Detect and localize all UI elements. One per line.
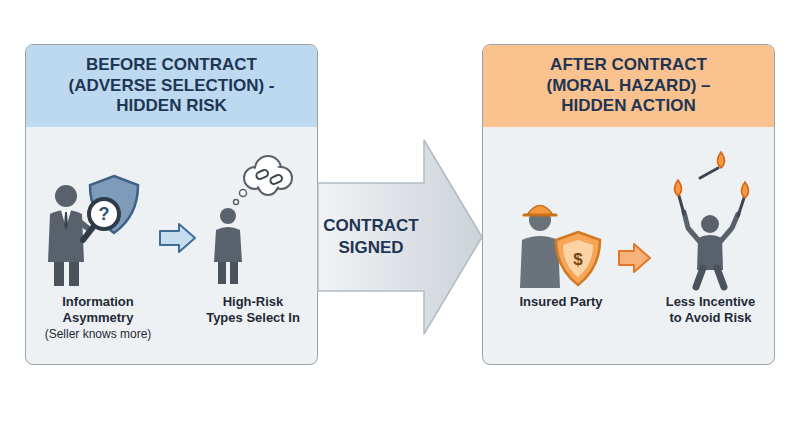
juggler-icon	[696, 268, 703, 287]
torch-icon	[675, 180, 682, 196]
magnifier-icon	[83, 226, 94, 240]
magnifier-icon	[83, 199, 119, 240]
worker-icon	[520, 206, 560, 289]
businessman-icon	[55, 185, 77, 207]
icon-symbol: ?	[99, 205, 110, 223]
businessman-icon	[48, 210, 84, 262]
magnifier-icon	[89, 199, 119, 229]
edge-label: CONTRACT SIGNED	[321, 215, 421, 259]
juggler-icon	[720, 214, 738, 242]
person-icon	[230, 262, 238, 284]
flow-arrow	[160, 224, 195, 252]
panel-header-band: BEFORE CONTRACT (ADVERSE SELECTION) - HI…	[26, 45, 317, 127]
thought-bubble	[240, 190, 247, 197]
flow-arrow	[318, 140, 482, 334]
icon-symbol: $	[573, 251, 582, 268]
phase-panel: AFTER CONTRACT (MORAL HAZARD) – HIDDEN A…	[482, 44, 775, 365]
panel-heading: AFTER CONTRACT (MORAL HAZARD) – HIDDEN A…	[541, 55, 716, 117]
flow-arrow	[619, 244, 650, 272]
torch-icon	[718, 152, 725, 168]
concept-node: High-Risk Types Select In	[198, 176, 308, 325]
person-icon	[218, 262, 226, 284]
panel-header-band: AFTER CONTRACT (MORAL HAZARD) – HIDDEN A…	[483, 45, 774, 127]
torch-icon	[679, 196, 684, 214]
thought-bubble	[269, 174, 283, 185]
concept-label: Insured Party	[509, 294, 613, 310]
juggler-icon	[717, 268, 724, 287]
person-icon	[214, 227, 242, 262]
juggler-icon	[701, 215, 719, 233]
businessman-icon	[69, 262, 79, 286]
worker-icon	[524, 214, 556, 217]
torch-icon	[738, 198, 744, 216]
torch-icon	[700, 168, 718, 178]
shield-icon	[90, 176, 138, 233]
juggler-icon	[684, 212, 738, 287]
shield-icon	[90, 176, 138, 233]
torch-icon	[742, 182, 749, 198]
torch-icon	[675, 152, 749, 216]
concept-label: High-Risk Types Select In	[204, 294, 302, 325]
person-icon	[214, 208, 242, 284]
concept-label: Less Incentive to Avoid Risk	[661, 294, 761, 325]
thought-bubble	[248, 166, 288, 188]
juggler-icon	[684, 212, 700, 242]
thought-bubble	[234, 200, 239, 205]
businessman-icon	[54, 262, 64, 286]
concept-note: (Seller knows more)	[41, 327, 155, 341]
person-icon	[220, 208, 236, 224]
insurance-shield	[556, 232, 600, 285]
thought-bubble	[234, 156, 293, 205]
concept-label: Information Asymmetry	[43, 294, 153, 325]
businessman-icon	[64, 212, 68, 230]
panel-heading: BEFORE CONTRACT (ADVERSE SELECTION) - HI…	[68, 55, 276, 117]
insurance-shield	[563, 240, 593, 277]
insurance-shield	[556, 232, 600, 285]
worker-icon	[520, 236, 560, 288]
thought-bubble	[255, 169, 269, 180]
